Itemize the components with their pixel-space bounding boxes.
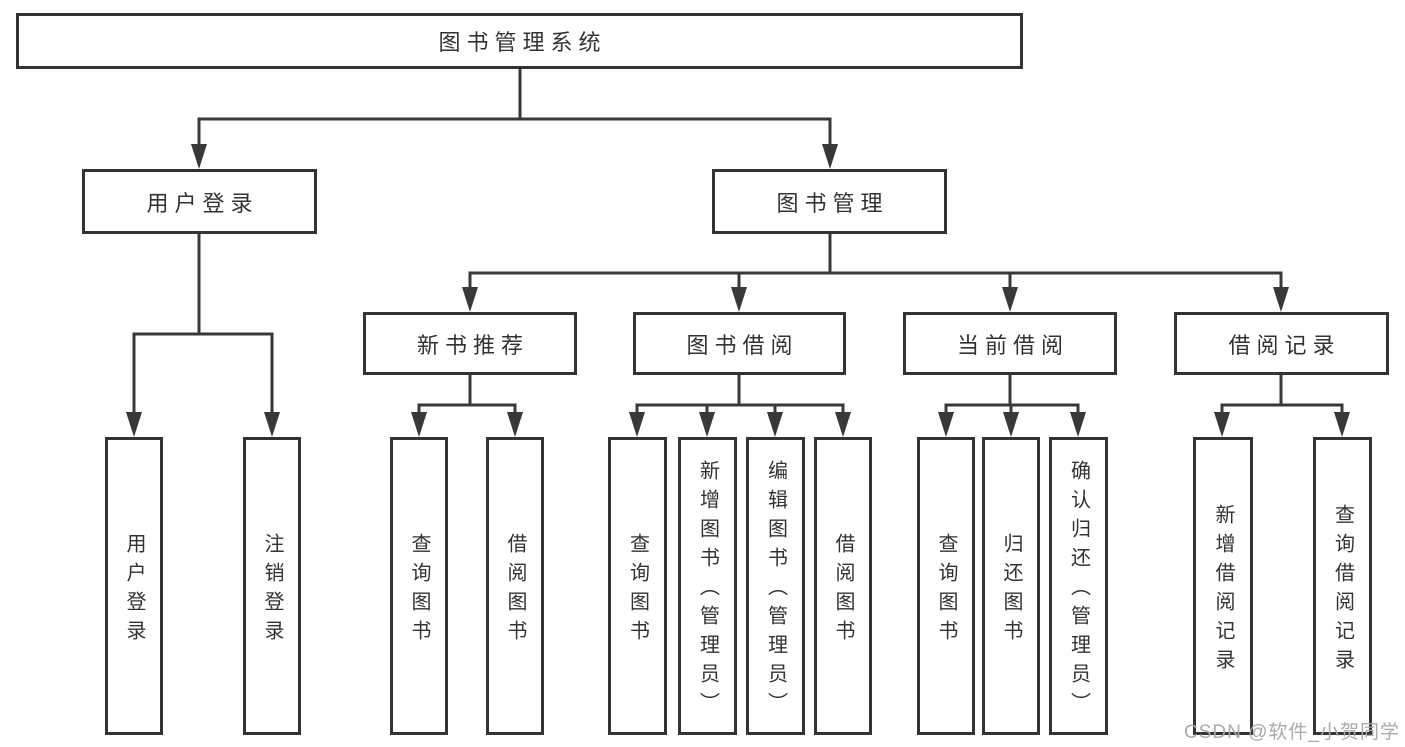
node-book-management: 图书管理 [712, 169, 947, 234]
node-root-system: 图书管理系统 [16, 13, 1023, 69]
arrowhead [1214, 412, 1230, 437]
arrowhead [767, 412, 783, 437]
csdn-watermark: CSDN @软件_小贺同学 [1184, 722, 1400, 743]
leaf-add-borrow-record: 新增借阅记录 [1193, 437, 1253, 735]
leaf-query-books-recommend: 查询图书 [390, 437, 448, 735]
leaf-query-books-current: 查询图书 [917, 437, 975, 735]
connector-user-login-to-leaves [132, 232, 274, 418]
node-borrow-records: 借阅记录 [1174, 312, 1389, 375]
arrowhead [191, 144, 207, 169]
arrowhead [938, 412, 954, 437]
connector-borrow-record-to-leaves [1220, 373, 1344, 418]
arrowhead [126, 412, 142, 437]
arrowhead [264, 412, 280, 437]
arrowhead [835, 412, 851, 437]
connector-book-borrow-to-leaves [635, 373, 845, 418]
node-current-borrowing: 当前借阅 [903, 312, 1117, 375]
leaf-confirm-return-admin: 确认归还（管理员） [1049, 437, 1108, 735]
arrowhead [1070, 412, 1086, 437]
arrowhead [1334, 412, 1350, 437]
leaf-return-books: 归还图书 [982, 437, 1040, 735]
leaf-edit-books-admin: 编辑图书（管理员） [746, 437, 805, 735]
node-new-book-recommend: 新书推荐 [363, 312, 577, 375]
leaf-borrow-books: 借阅图书 [814, 437, 872, 735]
connector-root-to-level2 [197, 67, 832, 150]
arrowhead [822, 144, 838, 169]
arrowhead [1273, 287, 1289, 312]
node-user-login: 用户登录 [82, 169, 317, 234]
leaf-borrow-books-recommend: 借阅图书 [486, 437, 544, 735]
node-book-borrowing: 图书借阅 [633, 312, 846, 375]
arrowhead [1003, 412, 1019, 437]
leaf-user-login: 用户登录 [105, 437, 163, 735]
arrowhead [629, 412, 645, 437]
connector-new-book-rec-to-leaves [417, 373, 517, 418]
connector-book-mgmt-to-level3 [468, 232, 1283, 293]
arrowhead [699, 412, 715, 437]
arrowhead [411, 412, 427, 437]
arrowhead [1002, 287, 1018, 312]
connector-current-borrow-to-leaves [944, 373, 1080, 418]
leaf-logout: 注销登录 [243, 437, 301, 735]
arrowhead [507, 412, 523, 437]
leaf-query-borrow-record: 查询借阅记录 [1313, 437, 1372, 735]
arrowhead [462, 287, 478, 312]
arrowhead [731, 287, 747, 312]
leaf-add-books-admin: 新增图书（管理员） [678, 437, 737, 735]
leaf-query-books-borrowing: 查询图书 [608, 437, 667, 735]
